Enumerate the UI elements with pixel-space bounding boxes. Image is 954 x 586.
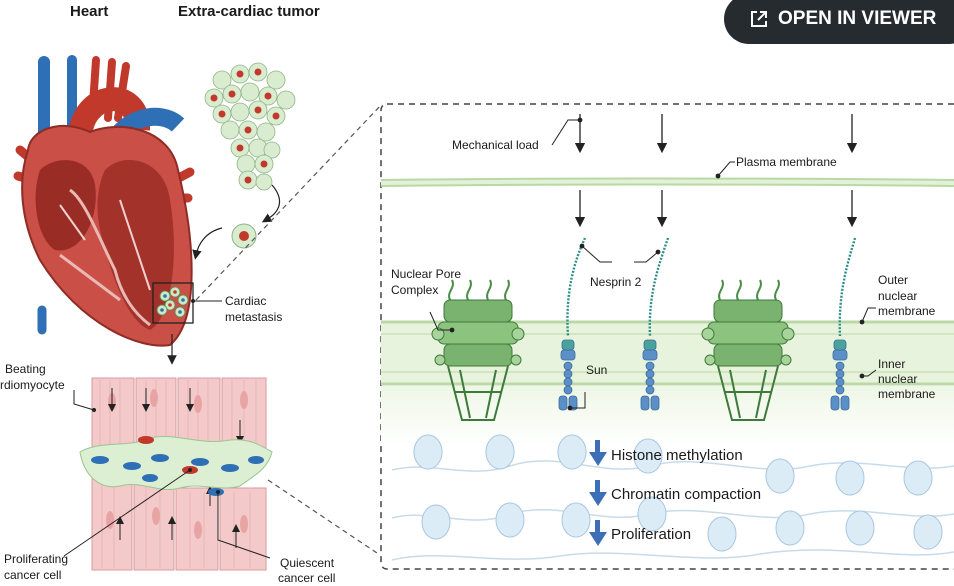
tissue-illustration	[63, 377, 273, 571]
heart-illustration	[13, 55, 222, 347]
zoom-line-bottom	[267, 479, 381, 556]
npc-label-line2: Complex	[391, 283, 439, 297]
mechanical-load-label: Mechanical load	[452, 138, 539, 152]
chromatin	[391, 434, 954, 561]
sun-proteins	[558, 339, 850, 411]
tumor-cluster	[192, 62, 296, 260]
nuclear-pore-complex-2	[701, 279, 795, 421]
inner-membrane-label-line1: Inner	[878, 357, 906, 371]
inner-membrane-label-line2: nuclear	[878, 372, 918, 386]
effect-arrows	[589, 440, 607, 546]
tumor-title: Extra-cardiac tumor	[178, 3, 320, 20]
plasma-membrane-label: Plasma membrane	[736, 155, 837, 169]
chromatin-compaction-label: Chromatin compaction	[611, 486, 762, 503]
nuclear-pore-complex-1	[431, 279, 525, 421]
outer-membrane-label-line3: membrane	[878, 304, 936, 318]
sun-label: Sun	[586, 363, 608, 377]
cardiac-metastasis-label-line2: metastasis	[225, 310, 283, 324]
npc-label-line1: Nuclear Pore	[391, 267, 462, 281]
quiescent-cell-label-line1: Quiescent	[280, 556, 335, 570]
outer-membrane-label-line2: nuclear	[878, 289, 918, 303]
histone-methylation-label: Histone methylation	[611, 447, 743, 464]
proliferating-cell-label-line1: Proliferating	[4, 552, 69, 566]
cardiac-metastasis-label-line1: Cardiac	[225, 294, 267, 308]
open-in-viewer-button[interactable]: OPEN IN VIEWER	[724, 0, 954, 44]
proliferation-label: Proliferation	[611, 526, 692, 543]
beating-cardiomyocyte-label-line1: Beating	[5, 362, 46, 376]
inner-membrane-label-line3: membrane	[878, 387, 936, 401]
proliferating-cell-label-line2: cancer cell	[4, 568, 62, 582]
heart-title: Heart	[70, 3, 109, 20]
open-in-viewer-label: OPEN IN VIEWER	[778, 8, 937, 29]
zoom-line-top	[195, 103, 383, 301]
quiescent-cell-label-line2: cancer cell	[278, 571, 336, 585]
nesprin-label: Nesprin 2	[590, 275, 642, 289]
open-external-icon	[750, 10, 768, 28]
beating-cardiomyocyte-label-line2: rdiomyocyte	[0, 378, 65, 392]
outer-membrane-label-line1: Outer	[878, 273, 909, 287]
mechanotransduction-panel	[380, 103, 954, 570]
